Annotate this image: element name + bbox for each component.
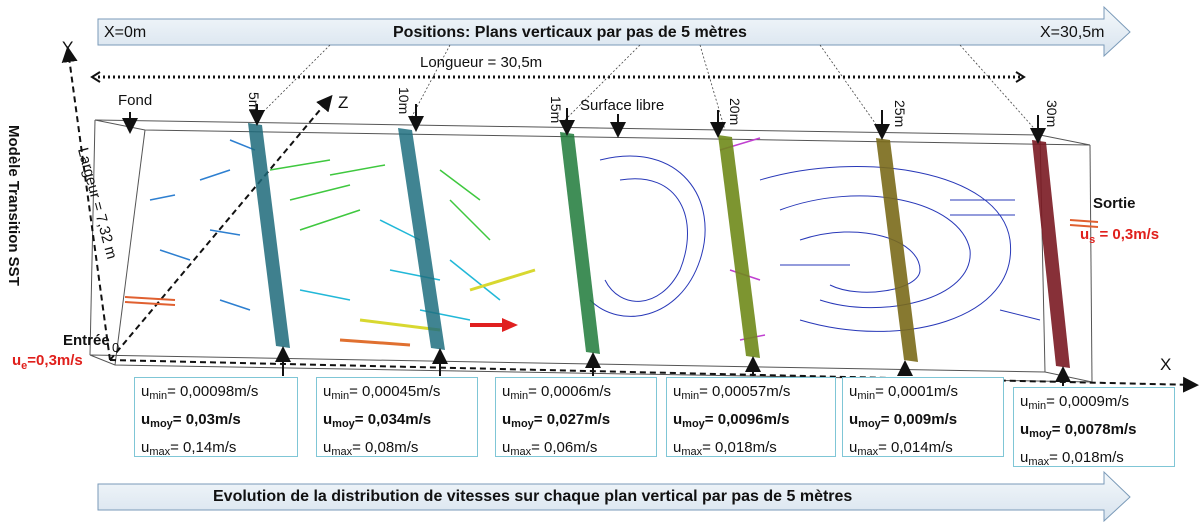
outlet-label: Sortie xyxy=(1093,195,1136,212)
umin-row: umin= 0,0006m/s xyxy=(502,383,612,402)
inlet-label: Entrée xyxy=(63,332,110,349)
plane-5m xyxy=(248,123,290,348)
umin-row: umin= 0,00057m/s xyxy=(673,383,791,402)
plane-label-30m: 30m xyxy=(1044,100,1060,128)
outlet-velocity: us = 0,3m/s xyxy=(1080,226,1160,246)
stats-box-30m: umin= 0,0009m/s umoy= 0,0078m/s umax= 0,… xyxy=(1013,387,1175,468)
plane-bottom-markers xyxy=(275,346,1071,386)
axis-y-label: Y xyxy=(62,38,74,57)
umin-row: umin= 0,00045m/s xyxy=(323,383,441,402)
umax-row: umax= 0,06m/s xyxy=(502,439,598,458)
plane-label-25m: 25m xyxy=(892,100,908,128)
velocity-vectors xyxy=(124,137,1099,347)
top-banner-arrow xyxy=(97,5,1131,58)
umoy-row: umoy= 0,009m/s xyxy=(849,411,958,430)
plane-label-15m: 15m xyxy=(548,96,564,124)
axis-z-label: Z xyxy=(338,93,349,112)
umax-row: umax= 0,018m/s xyxy=(1020,449,1124,468)
stats-box-25m: umin= 0,0001m/s umoy= 0,009m/s umax= 0,0… xyxy=(842,377,1004,458)
plane-30m xyxy=(1032,140,1070,368)
plane-15m xyxy=(560,132,600,354)
leader-lines xyxy=(254,44,1041,136)
umoy-row: umoy= 0,027m/s xyxy=(502,411,611,430)
inlet-velocity: ue=0,3m/s xyxy=(12,352,83,372)
plane-label-20m: 20m xyxy=(727,98,743,126)
stats-box-5m: umin= 0,00098m/s umoy= 0,03m/s umax= 0,1… xyxy=(134,377,298,458)
umoy-row: umoy= 0,03m/s xyxy=(141,411,241,430)
umin-row: umin= 0,0001m/s xyxy=(849,383,959,402)
banner-left-label: X=0m xyxy=(104,24,147,41)
umax-row: umax= 0,018m/s xyxy=(673,439,777,458)
stats-box-20m: umin= 0,00057m/s umoy= 0,0096m/s umax= 0… xyxy=(666,377,836,458)
umin-row: umin= 0,0009m/s xyxy=(1020,393,1130,412)
umoy-row: umoy= 0,0096m/s xyxy=(673,411,790,430)
bottom-banner-arrow xyxy=(97,470,1131,522)
axis-x-label: X xyxy=(1160,355,1172,374)
surface-label: Surface libre xyxy=(580,97,665,114)
umax-row: umax= 0,014m/s xyxy=(849,439,953,458)
banner-title: Positions: Plans verticaux par pas de 5 … xyxy=(393,24,747,41)
umax-row: umax= 0,08m/s xyxy=(323,439,419,458)
side-title: Modèle Transition SST xyxy=(5,125,22,286)
length-label: Longueur = 30,5m xyxy=(420,54,543,71)
umax-row: umax= 0,14m/s xyxy=(141,439,237,458)
axes xyxy=(61,46,1199,393)
stats-box-15m: umin= 0,0006m/s umoy= 0,027m/s umax= 0,0… xyxy=(495,377,657,458)
banner-right-label: X=30,5m xyxy=(1040,24,1105,41)
umoy-row: umoy= 0,034m/s xyxy=(323,411,432,430)
umin-row: umin= 0,00098m/s xyxy=(141,383,259,402)
bottom-label: Fond xyxy=(118,92,153,109)
stats-box-10m: umin= 0,00045m/s umoy= 0,034m/s umax= 0,… xyxy=(316,377,478,458)
umoy-row: umoy= 0,0078m/s xyxy=(1020,421,1137,440)
plane-label-5m: 5m xyxy=(246,92,262,112)
plane-25m xyxy=(876,138,918,362)
origin-label: 0 xyxy=(112,340,120,355)
plane-20m xyxy=(718,135,760,358)
bottom-banner-title: Evolution de la distribution de vitesses… xyxy=(213,488,853,505)
plane-10m xyxy=(398,128,445,350)
plane-top-markers xyxy=(122,104,1046,144)
plane-label-10m: 10m xyxy=(396,87,412,115)
